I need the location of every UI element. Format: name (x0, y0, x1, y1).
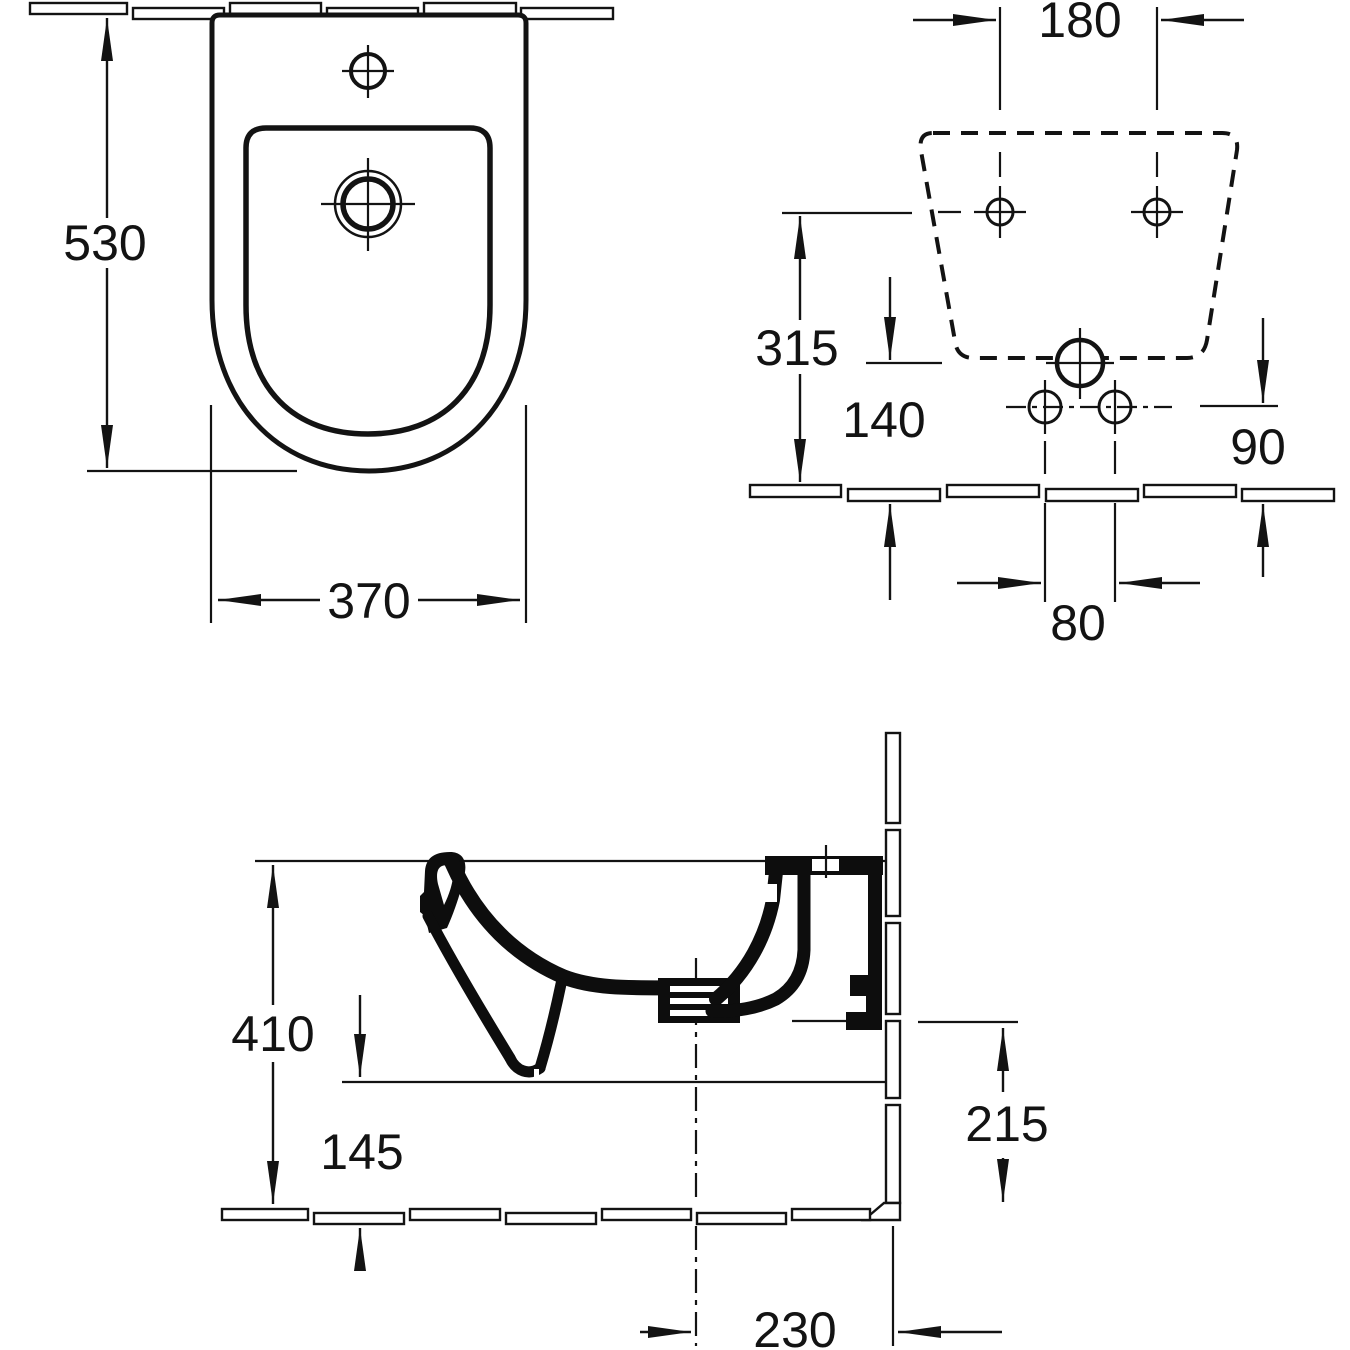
dim-label-plan-depth: 530 (63, 215, 146, 271)
dim-side-clearance: 145 (320, 995, 404, 1271)
rear-drain-outlet-icon (1046, 328, 1114, 399)
floor-hatch-side (220, 1207, 872, 1226)
tap-hole-icon (342, 45, 394, 98)
dim-label-plan-width: 370 (327, 573, 410, 629)
floor-hatch-rear (748, 483, 1336, 503)
fixing-hole-right-icon (1131, 186, 1183, 238)
dim-rear-supply-spacing: 80 (957, 503, 1200, 651)
dim-label-rear-supply-height: 140 (842, 392, 925, 448)
fixing-hole-left-icon (974, 186, 1026, 238)
bidet-plan-inner-rim (243, 125, 493, 437)
dim-plan-depth: 530 (63, 18, 297, 473)
dim-side-wall-distance: 230 (640, 1302, 1002, 1350)
bidet-section-profile (420, 845, 883, 1079)
dim-side-outlet-height: 215 (965, 1028, 1049, 1202)
dim-plan-width: 370 (209, 405, 528, 629)
dim-label-rear-supply-spacing: 80 (1050, 595, 1106, 651)
bidet-rear-dashed-outline (918, 131, 1240, 360)
dim-rear-hole-height: 315 (755, 211, 912, 482)
dim-rear-hole-spacing: 180 (913, 0, 1244, 48)
dim-rear-outlet-offset: 90 (1200, 318, 1286, 577)
dim-label-side-clearance: 145 (320, 1124, 403, 1180)
dim-side-height: 410 (231, 865, 315, 1204)
dim-label-side-outlet-height: 215 (965, 1096, 1048, 1152)
side-section-view: 410 145 215 230 (220, 731, 1049, 1350)
plan-view: 530 370 (28, 1, 615, 629)
dim-label-rear-hole-height: 315 (755, 320, 838, 376)
rear-view: 180 315 140 90 80 (748, 0, 1336, 651)
wall-hatch-side (860, 731, 902, 1222)
mounting-bracket (846, 975, 882, 1030)
dim-label-side-wall-distance: 230 (753, 1302, 836, 1350)
dim-rear-supply-height: 140 (842, 277, 942, 600)
dim-label-side-height: 410 (231, 1006, 314, 1062)
drain-hole-icon (321, 158, 415, 251)
dim-label-rear-hole-spacing: 180 (1038, 0, 1121, 48)
dim-label-rear-outlet-offset: 90 (1230, 419, 1286, 475)
